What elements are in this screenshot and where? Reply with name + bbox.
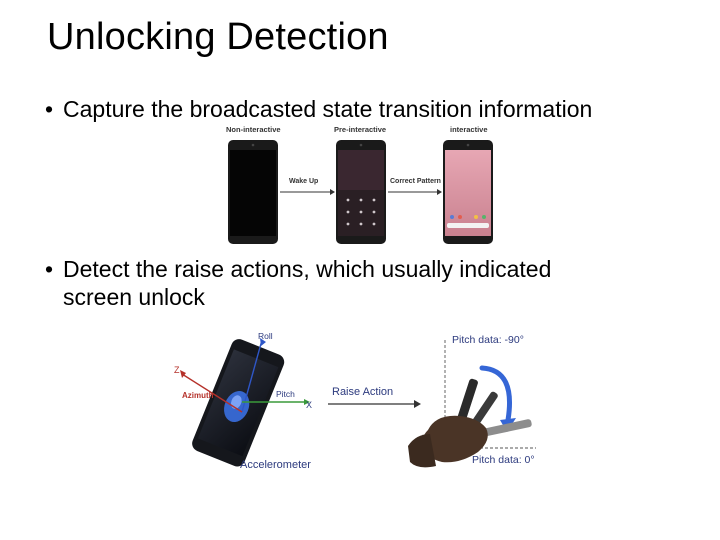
- phone-interactive: [443, 140, 493, 244]
- phone-pre-interactive: [336, 140, 386, 244]
- label-correct-pattern: Correct Pattern: [390, 178, 441, 185]
- phone-non-interactive: [228, 140, 278, 244]
- bullet-text-line2: screen unlock: [63, 284, 205, 310]
- bullet-capture: • Capture the broadcasted state transitio…: [45, 95, 592, 123]
- x-axis: [242, 399, 310, 405]
- label-roll: Roll: [258, 331, 273, 341]
- bullet-dot: •: [45, 256, 54, 282]
- roll-axis: [241, 338, 266, 413]
- bullet-text-line1: Detect the raise actions, which usually …: [63, 256, 552, 282]
- raise-action-figure: Roll Z Azimuth Pitch X Accelerometer Rai…: [174, 331, 536, 471]
- label-raise-action: Raise Action: [332, 386, 393, 398]
- label-non-interactive: Non-interactive: [226, 125, 281, 134]
- label-azimuth: Azimuth: [182, 391, 214, 400]
- tilted-phone: [192, 339, 285, 467]
- state-transition-figure: Non-interactive Pre-interactive interact…: [226, 125, 493, 244]
- hand-with-phones: [408, 378, 532, 468]
- label-z: Z: [174, 365, 180, 375]
- z-axis: [180, 370, 243, 413]
- label-wake-up: Wake Up: [289, 178, 318, 185]
- label-x: X: [306, 400, 312, 410]
- home-dock-icons: [450, 215, 486, 219]
- pattern-dots: [346, 198, 376, 226]
- label-pre-interactive: Pre-interactive: [334, 125, 386, 134]
- label-pitch-bottom: Pitch data: 0°: [472, 454, 535, 466]
- label-pitch-top: Pitch data: -90°: [452, 334, 524, 346]
- bullet-dot: •: [45, 96, 54, 122]
- slide-title: Unlocking Detection: [47, 16, 389, 58]
- label-interactive: interactive: [450, 125, 488, 134]
- bullet-text: Capture the broadcasted state transition…: [63, 96, 593, 122]
- bullet-raise: • Detect the raise actions, which usually…: [45, 255, 551, 311]
- label-pitch: Pitch: [276, 389, 295, 399]
- label-accelerometer: Accelerometer: [240, 459, 311, 471]
